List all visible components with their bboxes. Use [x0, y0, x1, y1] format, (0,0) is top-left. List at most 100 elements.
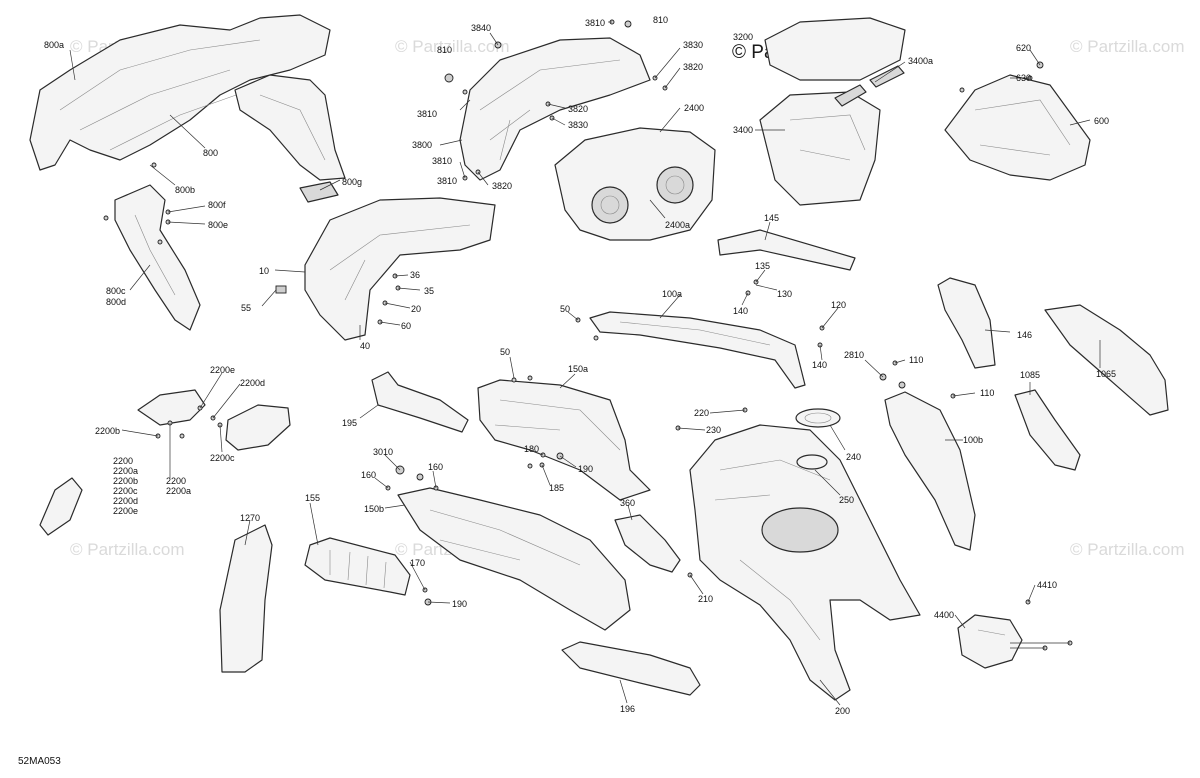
- part-240-ring: [795, 408, 841, 428]
- callout-2400: 2400: [684, 103, 704, 113]
- callout-100b: 100b: [963, 435, 983, 445]
- callout-3830: 3830: [568, 120, 588, 130]
- part-250-seal: [796, 454, 828, 470]
- callout-150b: 150b: [364, 504, 384, 514]
- part-2200-mirror-glass: [225, 404, 291, 451]
- hardware: [103, 19, 1073, 651]
- part-200-tank-opening: [761, 507, 839, 553]
- part-1270-panel: [219, 524, 273, 673]
- callout-35: 35: [424, 286, 434, 296]
- part-3400a-strip-2: [869, 65, 905, 88]
- callout-50: 50: [500, 347, 510, 357]
- callout-146: 146: [1017, 330, 1032, 340]
- callout-2810: 2810: [844, 350, 864, 360]
- callout-55: 55: [241, 303, 251, 313]
- callout-2200d: 2200d: [240, 378, 265, 388]
- callout-140: 140: [733, 306, 748, 316]
- part-800g-plate: [299, 181, 339, 203]
- callout-810: 810: [653, 15, 668, 25]
- callout-150a: 150a: [568, 364, 588, 374]
- callout-4410: 4410: [1037, 580, 1057, 590]
- callout-800: 800: [203, 148, 218, 158]
- part-2400-lens-right: [656, 166, 694, 204]
- callout-630: 630: [1016, 73, 1031, 83]
- callout-2200b: 2200b: [95, 426, 120, 436]
- watermark: © Partzilla.com: [1070, 37, 1185, 56]
- callout-135: 135: [755, 261, 770, 271]
- callout-1085: 1085: [1020, 370, 1040, 380]
- part-146-panel: [937, 277, 996, 369]
- part-2400-lens-left: [591, 186, 629, 224]
- callout-10: 10: [259, 266, 269, 276]
- part-155-grille: [304, 537, 411, 596]
- part-4400-module: [957, 614, 1023, 669]
- callout-1270: 1270: [240, 513, 260, 523]
- part-100a-rail: [589, 311, 806, 389]
- part-195-grip: [371, 371, 469, 433]
- callout-3400a: 3400a: [908, 56, 933, 66]
- callout-230: 230: [706, 425, 721, 435]
- part-2200-mirror-left: [39, 477, 83, 536]
- part-600-gauge-housing: [944, 74, 1091, 181]
- callout-200: 200: [835, 706, 850, 716]
- callout-100a: 100a: [662, 289, 682, 299]
- callout-20: 20: [411, 304, 421, 314]
- callout-160: 160: [361, 470, 376, 480]
- callout-160: 160: [428, 462, 443, 472]
- part-3800-bracket: [459, 37, 651, 181]
- callout-3400: 3400: [733, 125, 753, 135]
- part-10-bezel: [304, 197, 496, 341]
- callout-2200c: 2200c: [210, 453, 235, 463]
- callout-800d: 800d: [106, 297, 126, 307]
- callout-210: 210: [698, 594, 713, 604]
- callout-250: 250: [839, 495, 854, 505]
- callout-3810: 3810: [585, 18, 605, 28]
- callout-3810: 3810: [432, 156, 452, 166]
- callout-3200: 3200: [733, 32, 753, 42]
- callout-220: 220: [694, 408, 709, 418]
- leader-lines: [69, 21, 1101, 706]
- callout-2200: 2200: [166, 476, 186, 486]
- callout-3810: 3810: [417, 109, 437, 119]
- callout-155: 155: [305, 493, 320, 503]
- part-3200-lid: [764, 17, 906, 81]
- callout-190: 190: [578, 464, 593, 474]
- part-2200-mirror-housing: [137, 389, 206, 426]
- watermark: © Partzilla.com: [70, 540, 185, 559]
- watermark: © Partzilla.com: [395, 37, 510, 56]
- callout-1065: 1065: [1096, 369, 1116, 379]
- callout-2400a: 2400a: [665, 220, 690, 230]
- callout-140: 140: [812, 360, 827, 370]
- callout-195: 195: [342, 418, 357, 428]
- callout-800e: 800e: [208, 220, 228, 230]
- diagram-code: 52MA053: [18, 756, 61, 767]
- callout-190: 190: [452, 599, 467, 609]
- callout-800g: 800g: [342, 177, 362, 187]
- callout-130: 130: [777, 289, 792, 299]
- callout-620: 620: [1016, 43, 1031, 53]
- callout-120: 120: [831, 300, 846, 310]
- part-360-cover: [614, 514, 681, 573]
- callout-4400: 4400: [934, 610, 954, 620]
- part-196-lower-trim: [561, 641, 701, 696]
- parts: [29, 14, 1169, 701]
- callout-3820: 3820: [568, 104, 588, 114]
- part-3400-bin: [759, 91, 881, 206]
- callout-60: 60: [401, 321, 411, 331]
- callout-3800: 3800: [412, 140, 432, 150]
- callout-3830: 3830: [683, 40, 703, 50]
- part-150a-cover: [477, 379, 651, 501]
- callout-36: 36: [410, 270, 420, 280]
- part-800-side-panel: [234, 74, 346, 181]
- callout-196: 196: [620, 704, 635, 714]
- callout-800a: 800a: [44, 40, 64, 50]
- callout-810: 810: [437, 45, 452, 55]
- callout-145: 145: [764, 213, 779, 223]
- callout-50: 50: [560, 304, 570, 314]
- callout-800c: 800c: [106, 286, 126, 296]
- part-100b-panel: [884, 391, 976, 551]
- part-800c-stay: [114, 184, 201, 331]
- callout-3820: 3820: [683, 62, 703, 72]
